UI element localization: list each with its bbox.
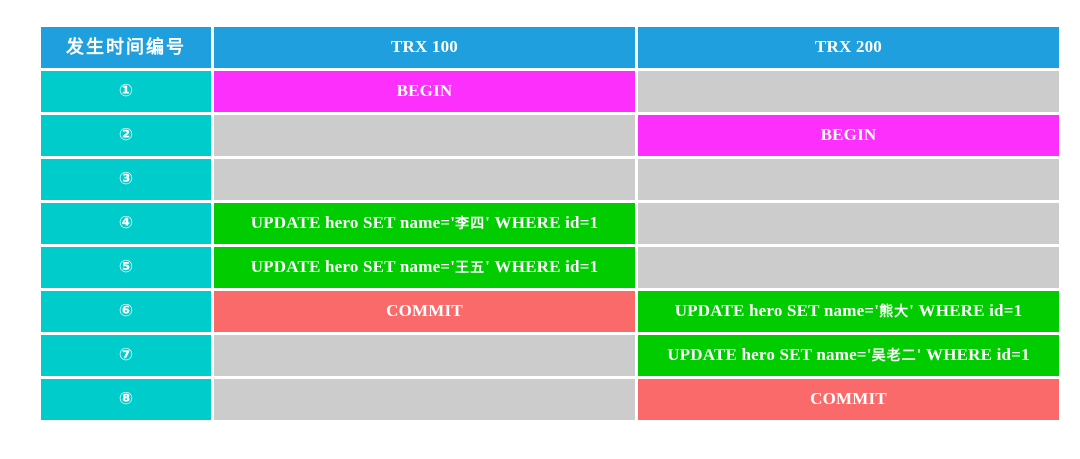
- trx100-cell-empty: [214, 159, 635, 200]
- table-row: ⑧ COMMIT: [41, 379, 1059, 420]
- column-header-trx100: TRX 100: [214, 27, 635, 68]
- table-row: ⑦ UPDATE hero SET name='吴老二' WHERE id=1: [41, 335, 1059, 376]
- trx100-cell-empty: [214, 115, 635, 156]
- sequence-cell: ②: [41, 115, 211, 156]
- trx200-cell-update: UPDATE hero SET name='吴老二' WHERE id=1: [638, 335, 1059, 376]
- sequence-cell: ③: [41, 159, 211, 200]
- sequence-cell: ④: [41, 203, 211, 244]
- trx100-cell-empty: [214, 379, 635, 420]
- sequence-cell: ⑥: [41, 291, 211, 332]
- header-row: 发生时间编号 TRX 100 TRX 200: [41, 27, 1059, 68]
- sequence-cell: ⑤: [41, 247, 211, 288]
- trx200-cell-empty: [638, 247, 1059, 288]
- trx100-cell-update: UPDATE hero SET name='李四' WHERE id=1: [214, 203, 635, 244]
- trx100-cell-update: UPDATE hero SET name='王五' WHERE id=1: [214, 247, 635, 288]
- trx100-cell-empty: [214, 335, 635, 376]
- trx200-cell-commit: COMMIT: [638, 379, 1059, 420]
- sql-name-literal: 吴老二: [871, 348, 917, 365]
- trx200-cell-empty: [638, 203, 1059, 244]
- sql-name-literal: 李四: [455, 216, 486, 233]
- column-header-trx200: TRX 200: [638, 27, 1059, 68]
- sequence-cell: ①: [41, 71, 211, 112]
- column-header-sequence: 发生时间编号: [41, 27, 211, 68]
- sql-name-literal: 王五: [455, 260, 486, 277]
- trx100-cell-commit: COMMIT: [214, 291, 635, 332]
- sql-name-literal: 熊大: [879, 304, 910, 321]
- table-row: ③: [41, 159, 1059, 200]
- trx200-cell-begin: BEGIN: [638, 115, 1059, 156]
- sequence-cell: ⑧: [41, 379, 211, 420]
- table-header: 发生时间编号 TRX 100 TRX 200: [41, 27, 1059, 68]
- trx200-cell-empty: [638, 159, 1059, 200]
- trx200-cell-empty: [638, 71, 1059, 112]
- sequence-cell: ⑦: [41, 335, 211, 376]
- trx200-cell-update: UPDATE hero SET name='熊大' WHERE id=1: [638, 291, 1059, 332]
- table-row: ② BEGIN: [41, 115, 1059, 156]
- trx100-cell-begin: BEGIN: [214, 71, 635, 112]
